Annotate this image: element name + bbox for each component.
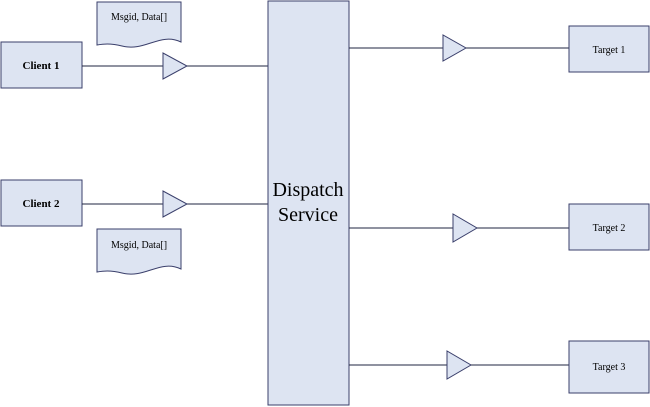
message-doc-2-label: Msgid, Data[] — [111, 240, 167, 251]
target-3: Target 3 — [568, 340, 650, 394]
message-doc-1: Msgid, Data[] — [96, 1, 182, 48]
target-2-amplifier — [452, 213, 478, 243]
client-2-label: Client 2 — [23, 198, 60, 210]
target-3-box — [568, 340, 650, 394]
target-2-box — [568, 203, 650, 251]
client-1: Client 1 — [0, 41, 83, 89]
client-1-box — [0, 41, 83, 89]
target-3-label: Target 3 — [593, 362, 626, 373]
message-doc-2: Msgid, Data[] — [96, 228, 182, 275]
target-3-amplifier — [446, 350, 472, 380]
client-1-label: Client 1 — [23, 60, 60, 72]
message-doc-2-shape — [96, 228, 182, 275]
target-2: Target 2 — [568, 203, 650, 251]
dispatch-service-box — [267, 0, 350, 406]
dispatch-service-label-line1: Dispatch — [272, 179, 343, 201]
message-doc-1-shape — [96, 1, 182, 48]
target-1-amplifier — [442, 34, 468, 62]
client-2-amplifier — [162, 190, 189, 218]
target-1-box — [568, 25, 650, 73]
target-1-label: Target 1 — [593, 45, 626, 56]
dispatch-service-label-line2: Service — [278, 204, 338, 226]
client-2: Client 2 — [0, 179, 83, 227]
client-1-amplifier — [162, 52, 189, 80]
target-1: Target 1 — [568, 25, 650, 73]
client-2-box — [0, 179, 83, 227]
message-doc-1-label: Msgid, Data[] — [111, 12, 167, 23]
target-2-label: Target 2 — [593, 223, 626, 234]
dispatch-service: Dispatch Service — [267, 0, 350, 406]
